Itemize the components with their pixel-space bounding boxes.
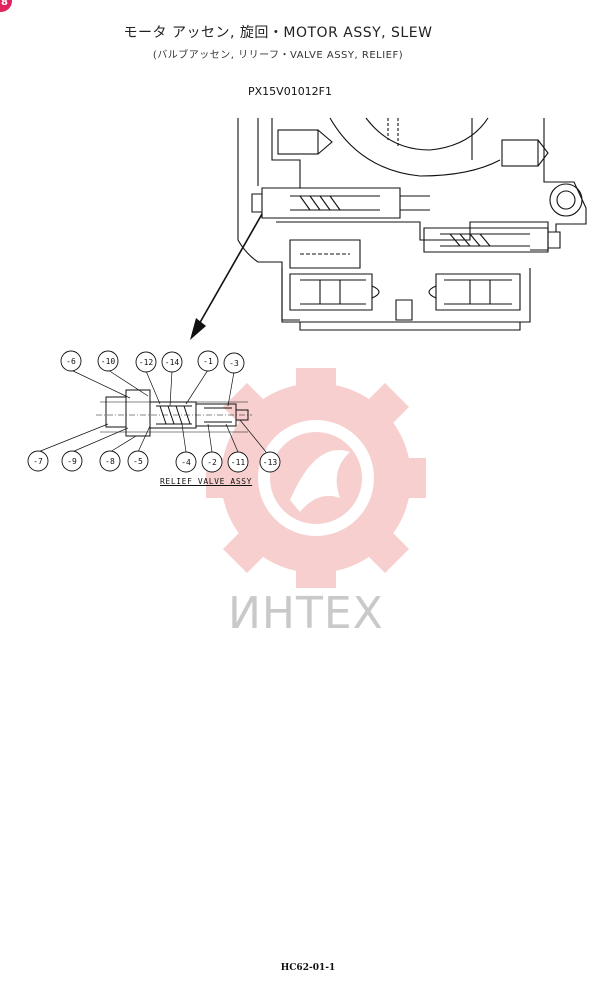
callout-bottom-5: -4 [175,451,197,473]
callout-label: -2 [207,458,217,467]
callout-bottom-8: -13 [259,451,281,473]
callout-label: -5 [133,457,143,466]
callout-bottom-1: -7 [27,450,49,472]
callout-bottom-3: -8 [99,450,121,472]
page-subtitle: (バルブアッセン, リリーフ・VALVE ASSY, RELIEF) [152,50,404,61]
callout-label: -3 [229,359,239,368]
motor-section-drawing [237,117,587,331]
callout-top-4: -14 [161,351,183,373]
callout-top-3: -12 [135,351,157,373]
relief-valve-assembly-drawing [96,389,252,437]
callout-bottom-4: -5 [127,450,149,472]
callout-label: -14 [165,358,180,367]
callout-label: -8 [105,457,115,466]
callout-label: -7 [33,457,43,466]
callout-bottom-7: -11 [227,451,249,473]
callout-bottom-6: -2 [201,451,223,473]
callout-label: -6 [66,357,76,366]
watermark-text: ИНТЕХ [228,588,384,639]
callout-top-5: -1 [197,350,219,372]
callout-label: -10 [101,357,116,366]
page-title: モータ アッセン, 旋回・MOTOR ASSY, SLEW [123,25,433,41]
callout-label: -1 [203,357,213,366]
callout-label: -12 [139,358,154,367]
callout-label: -13 [263,458,278,467]
leader-arrow [190,213,263,340]
watermark-gear-icon [206,368,426,588]
callout-label: -9 [67,457,77,466]
callout-label: -11 [231,458,246,467]
page-code: HC62-01-1 [280,963,336,973]
callout-top-2: -10 [97,350,119,372]
callout-label: -4 [181,458,191,467]
callout-top-6: -3 [223,352,245,374]
callout-top-1: -6 [60,350,82,372]
assembly-caption: RELIEF VALVE ASSY [160,477,253,486]
callout-bottom-2: -9 [61,450,83,472]
callout-leaders [37,369,267,453]
part-number: PX15V01012F1 [248,85,333,98]
